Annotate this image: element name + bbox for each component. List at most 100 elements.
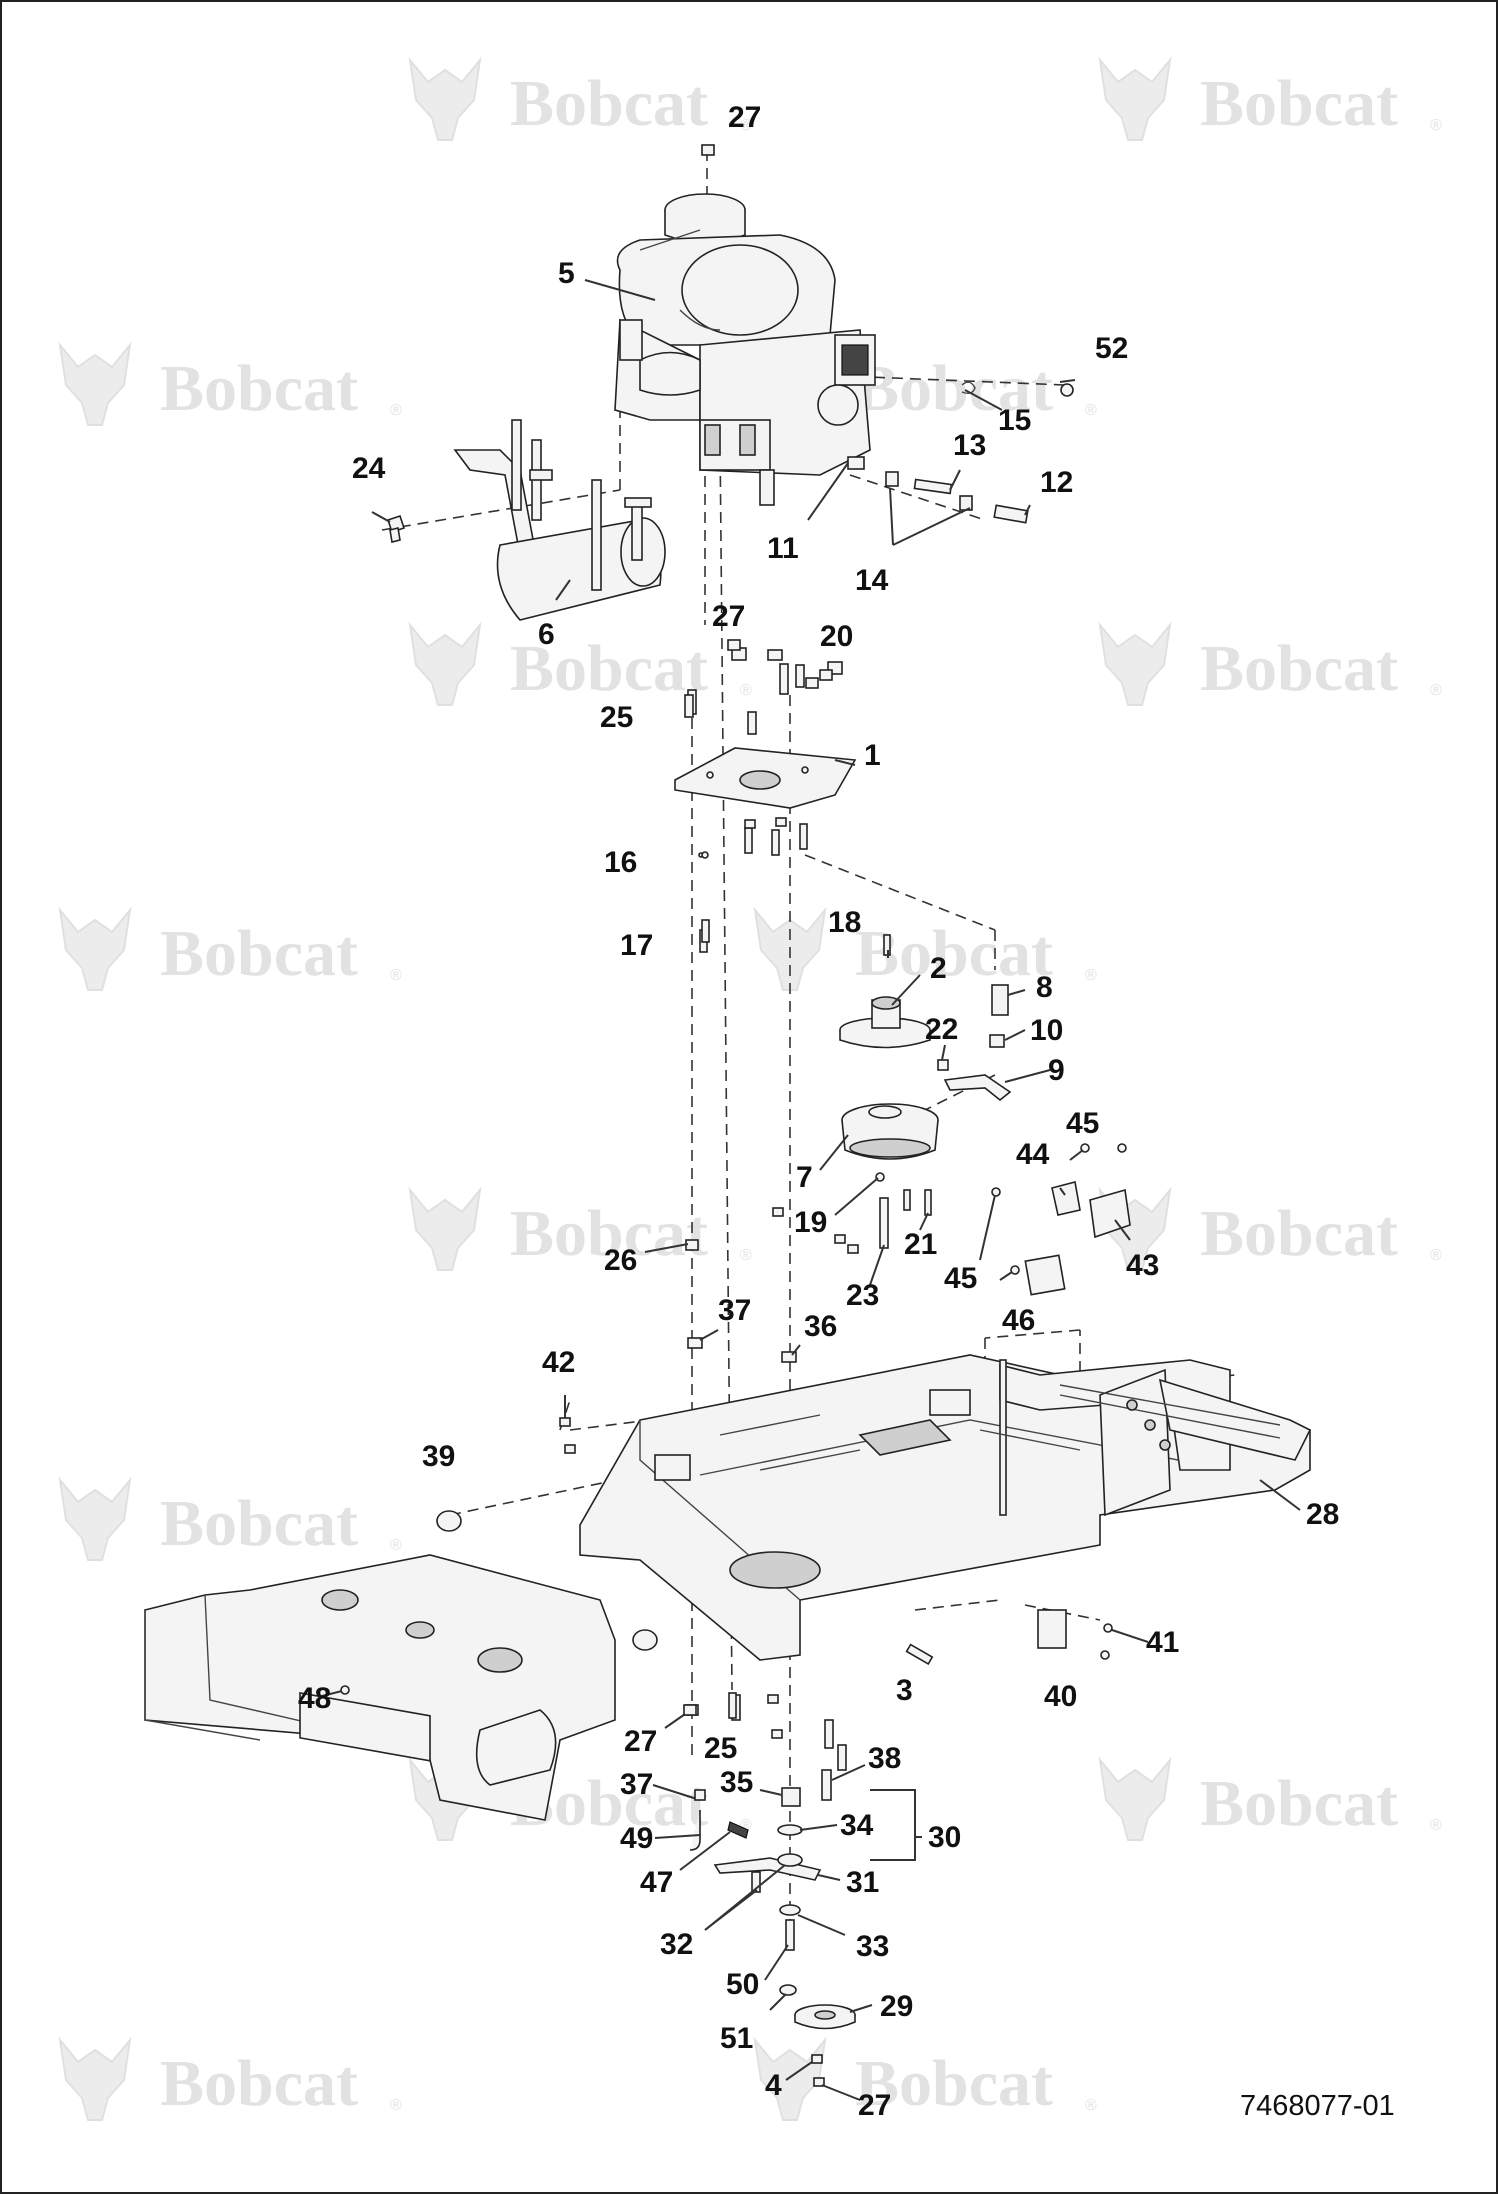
part-48 [340, 1685, 350, 1695]
callout-9: 9 [1048, 1054, 1065, 1087]
watermark-text: Bobcat [160, 1487, 358, 1560]
watermark-bobcat-logo: Bobcat ® [58, 341, 402, 426]
svg-text:®: ® [1085, 2097, 1097, 2114]
main-frame [579, 1354, 1312, 1661]
callout-43: 43 [1126, 1249, 1159, 1282]
part-38 [821, 1769, 832, 1801]
callout-47: 47 [640, 1866, 673, 1899]
callout-50: 50 [726, 1968, 759, 2001]
part-49 [689, 1810, 701, 1851]
callout-23: 23 [846, 1279, 879, 1312]
part-35 [781, 1787, 801, 1807]
clutch-assembly [772, 934, 1012, 1254]
callout-6: 6 [538, 618, 555, 651]
part-50 [785, 1919, 795, 1951]
watermark-text: Bobcat [160, 917, 358, 990]
callout-37: 37 [718, 1294, 751, 1327]
callout-28: 28 [1306, 1498, 1339, 1531]
part-12 [993, 504, 1029, 524]
watermark-bobcat-logo: Bobcat ® [58, 2036, 402, 2121]
callout-48: 48 [298, 1682, 331, 1715]
callout-45: 45 [944, 1262, 977, 1295]
part-13 [913, 478, 953, 495]
callout-26: 26 [604, 1244, 637, 1277]
svg-text:®: ® [1085, 967, 1097, 984]
bracket-assembly [905, 1143, 1131, 1666]
watermark-bobcat-logo: Bobcat ® [408, 1186, 752, 1271]
callout-38: 38 [868, 1742, 901, 1775]
callout-33: 33 [856, 1930, 889, 1963]
watermark-text: Bobcat [1200, 632, 1398, 705]
callout-34: 34 [840, 1809, 874, 1842]
part-20 [795, 664, 805, 688]
callout-41: 41 [1146, 1626, 1179, 1659]
watermark-bobcat-logo: Bobcat ® [408, 621, 752, 706]
watermark-text: Bobcat [510, 67, 708, 140]
svg-text:®: ® [390, 967, 402, 984]
part-14a [885, 471, 899, 487]
part-15 [961, 381, 976, 395]
callout-2: 2 [930, 952, 947, 985]
callout-27: 27 [858, 2089, 891, 2122]
callout-17: 17 [620, 929, 653, 962]
callout-5: 5 [558, 257, 575, 290]
svg-text:®: ® [390, 1537, 402, 1554]
watermark-bobcat-logo: Bobcat ® [1098, 1186, 1442, 1271]
callout-27: 27 [624, 1725, 657, 1758]
callout-10: 10 [1030, 1014, 1063, 1047]
part-47 [727, 1821, 749, 1839]
watermark-bobcat-logo: Bobcat ® [1098, 56, 1442, 141]
svg-text:®: ® [740, 682, 752, 699]
callout-7: 7 [796, 1161, 813, 1194]
svg-text:®: ® [1430, 117, 1442, 134]
callout-49: 49 [620, 1822, 653, 1855]
document-number: 7468077-01 [1240, 2090, 1395, 2122]
callout-15: 15 [998, 404, 1031, 437]
part-36 [781, 1351, 797, 1363]
part-51 [779, 1984, 797, 1996]
part-52 [1060, 383, 1074, 397]
watermark-text: Bobcat [1200, 1197, 1398, 1270]
part-42 [559, 1417, 571, 1427]
callout-30: 30 [928, 1821, 961, 1854]
part-27c [683, 1704, 697, 1716]
watermark-bobcat-logo: Bobcat ® [58, 1476, 402, 1561]
callout-12: 12 [1040, 466, 1073, 499]
part-37 [687, 1337, 703, 1349]
part-21 [924, 1189, 932, 1216]
callout-22: 22 [925, 1013, 958, 1046]
sensor-parts [847, 381, 1074, 524]
watermark-bobcat-logo: Bobcat ® [1098, 1756, 1442, 1841]
callout-labels: 27 5 52 15 13 12 24 11 14 6 27 20 25 1 1… [298, 101, 1339, 2122]
callout-16: 16 [604, 846, 637, 879]
watermark-bobcat-logo: Bobcat ® [408, 56, 752, 141]
part-22 [937, 1059, 949, 1071]
callout-25: 25 [704, 1732, 737, 1765]
watermark-text: Bobcat [1200, 67, 1398, 140]
callout-18: 18 [828, 906, 861, 939]
part-3 [905, 1643, 934, 1666]
part-11 [847, 456, 865, 470]
callout-1: 1 [864, 739, 881, 772]
callout-37: 37 [620, 1768, 653, 1801]
svg-text:®: ® [1085, 402, 1097, 419]
callout-8: 8 [1036, 971, 1053, 1004]
callout-20: 20 [820, 620, 853, 653]
part-25a [684, 694, 694, 718]
watermark-text: Bobcat [855, 2047, 1053, 2120]
callout-13: 13 [953, 429, 986, 462]
svg-text:®: ® [740, 117, 752, 134]
left-frame [144, 1510, 616, 1821]
svg-text:®: ® [1430, 1817, 1442, 1834]
part-24 [386, 514, 406, 534]
idler-assembly [689, 1769, 856, 2087]
assembly-lines [381, 150, 1236, 1950]
callout-3: 3 [896, 1674, 913, 1707]
watermark-text: Bobcat [510, 1197, 708, 1270]
watermark-text: Bobcat [510, 632, 708, 705]
callout-29: 29 [880, 1990, 913, 2023]
small-hardware [683, 144, 805, 1801]
callout-45: 45 [1066, 1107, 1099, 1140]
part-23 [879, 1197, 889, 1249]
